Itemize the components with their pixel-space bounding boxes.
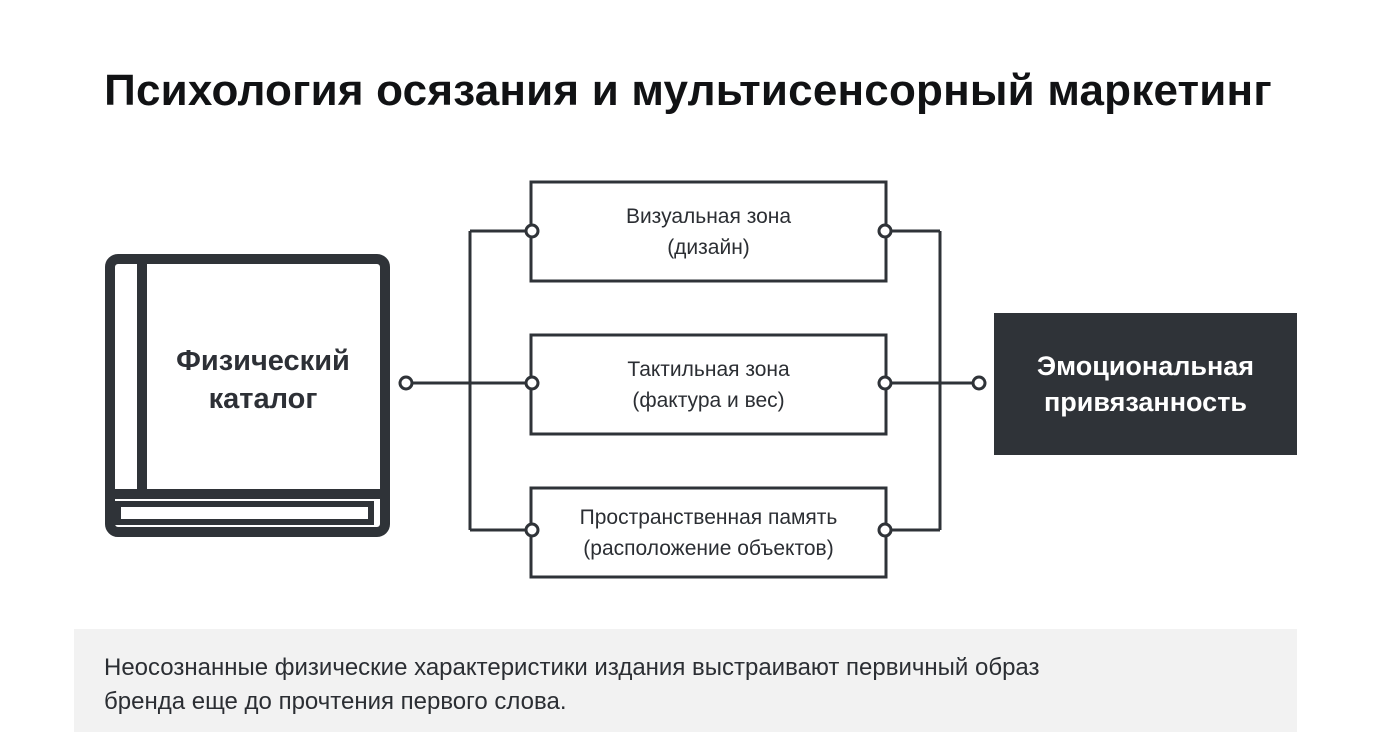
zone-spatial-box (529, 486, 888, 579)
source-label: Физический каталог (150, 342, 376, 418)
outcome-node (971, 375, 987, 391)
source-node (398, 375, 414, 391)
zone-spatial-subtitle: (расположение объектов) (583, 536, 834, 560)
connector-lines (412, 229, 973, 532)
zone-visual-in-node (524, 223, 540, 239)
page-title: Психология осязания и мультисенсорный ма… (104, 66, 1272, 115)
zone-spatial-title: Пространственная память (579, 505, 838, 529)
zone-spatial-in-node (524, 522, 540, 538)
source-label-line2: каталог (208, 383, 318, 415)
zone-tactile-title: Тактильная зона (627, 357, 790, 381)
source-label-line1: Физический (176, 345, 350, 377)
connector-nodes (398, 223, 987, 538)
outcome-line1: Эмоциональная (1036, 351, 1255, 381)
book-icon (105, 254, 390, 537)
zone-visual-subtitle: (дизайн) (667, 235, 750, 259)
zone-tactile-in-node (524, 375, 540, 391)
footer-note-line1: Неосознанные физические характеристики и… (104, 654, 1040, 681)
footer-note: Неосознанные физические характеристики и… (74, 629, 1297, 732)
zone-visual-out-node (877, 223, 893, 239)
zone-spatial-out-node (877, 522, 893, 538)
footer-note-line2: бренда еще до прочтения первого слова. (104, 688, 567, 715)
zone-visual-title: Визуальная зона (625, 204, 792, 228)
outcome-box: Эмоциональная привязанность (994, 313, 1297, 455)
zone-visual: Визуальная зона (дизайн) (531, 182, 886, 281)
zone-tactile-out-node (877, 375, 893, 391)
zone-tactile-box (529, 333, 888, 436)
outcome-line2: привязанность (1043, 387, 1248, 417)
zone-tactile: Тактильная зона (фактура и вес) (531, 335, 886, 434)
zone-spatial: Пространственная память (расположение об… (531, 488, 886, 577)
zone-tactile-subtitle: (фактура и вес) (632, 388, 785, 412)
